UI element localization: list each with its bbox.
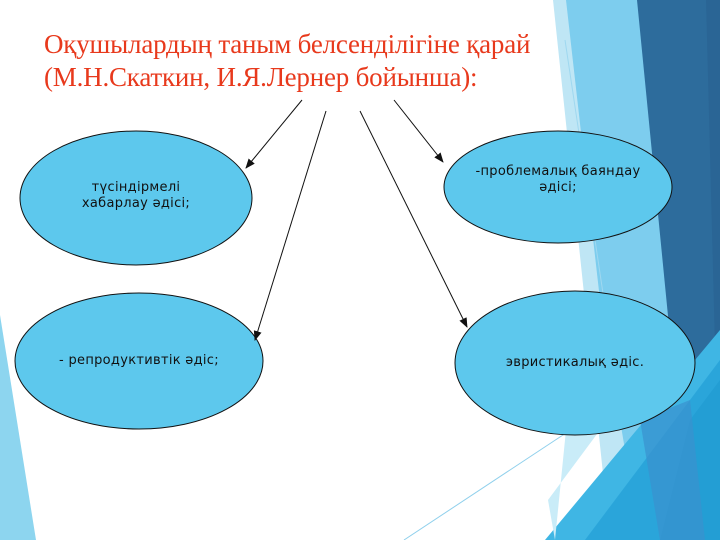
title-line-2: (М.Н.Скаткин, И.Я.Лернер бойынша): bbox=[44, 62, 478, 92]
node-text-line: -проблемалық баяндау bbox=[475, 164, 641, 179]
title-line-1: Оқушылардың таным белсенділігіне қарай bbox=[44, 29, 531, 59]
node-text-line: эвристикалық әдіс. bbox=[505, 355, 645, 370]
left-accent-triangle bbox=[0, 315, 36, 540]
node-text-line: - репродуктивтік әдіс; bbox=[59, 353, 219, 368]
arrow-to-top-left bbox=[245, 99, 303, 169]
ellipse-top-right bbox=[443, 130, 673, 244]
ellipse-top-left bbox=[19, 130, 253, 266]
node-text-line: әдісі; bbox=[539, 180, 577, 195]
ellipse-bottom-left bbox=[14, 292, 264, 430]
node-explanatory-method: түсіндірмелі хабарлау әдісі; bbox=[36, 180, 236, 212]
ellipse-bottom-right bbox=[454, 290, 696, 436]
slide-title: Оқушылардың таным белсенділігіне қарай (… bbox=[44, 28, 604, 94]
node-reproductive-method: - репродуктивтік әдіс; bbox=[14, 353, 264, 369]
arrow-to-bottom-right bbox=[359, 110, 468, 328]
node-heuristic-method: эвристикалық әдіс. bbox=[455, 355, 695, 371]
node-text-line: түсіндірмелі bbox=[91, 180, 181, 195]
arrow-to-bottom-left bbox=[253, 110, 327, 341]
node-problem-method: -проблемалық баяндау әдісі; bbox=[444, 164, 672, 196]
arrow-to-top-right bbox=[393, 99, 444, 163]
node-text-line: хабарлау әдісі; bbox=[81, 196, 191, 211]
